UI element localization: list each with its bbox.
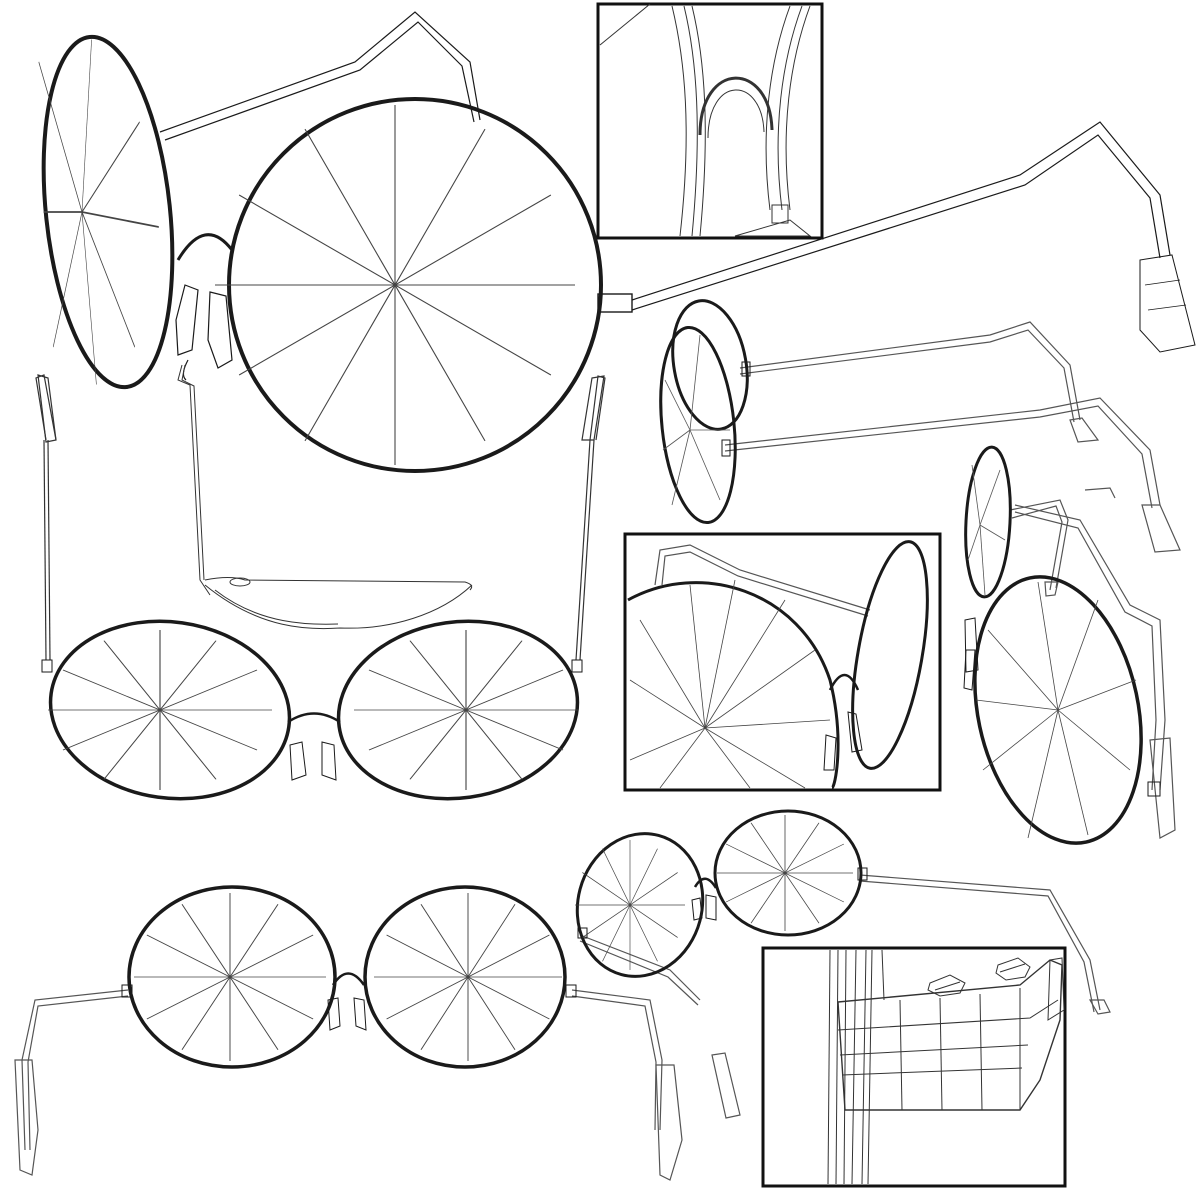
hinge-closeup bbox=[761, 946, 1067, 1188]
front-round-view bbox=[14, 887, 741, 1181]
right-side-view bbox=[963, 445, 1176, 845]
top-frame-profile bbox=[177, 364, 473, 630]
side-temple-arms bbox=[724, 321, 1181, 553]
round-left-lens bbox=[129, 887, 335, 1067]
front-angled-view bbox=[561, 811, 1111, 1015]
far-temple-arm bbox=[159, 11, 481, 141]
round-right-lens bbox=[365, 887, 565, 1067]
bridge-closeup bbox=[596, 2, 824, 240]
front-left-lens bbox=[39, 606, 301, 814]
near-lens bbox=[215, 99, 601, 471]
near-temple-arm bbox=[631, 121, 1196, 353]
front-nose-pads bbox=[289, 741, 337, 781]
front-view bbox=[39, 606, 589, 814]
far-lens bbox=[38, 34, 175, 390]
three-quarter-large-view bbox=[38, 11, 1196, 471]
top-view bbox=[35, 364, 606, 661]
lens-closeup bbox=[623, 532, 942, 792]
angled-right-lens bbox=[715, 811, 861, 935]
front-right-lens bbox=[327, 606, 589, 814]
angled-left-lens bbox=[561, 819, 718, 990]
front-bridge bbox=[287, 712, 341, 724]
hinge bbox=[597, 293, 633, 313]
bridge bbox=[176, 233, 234, 261]
side-view bbox=[659, 299, 1181, 553]
side-lenses bbox=[659, 299, 751, 525]
